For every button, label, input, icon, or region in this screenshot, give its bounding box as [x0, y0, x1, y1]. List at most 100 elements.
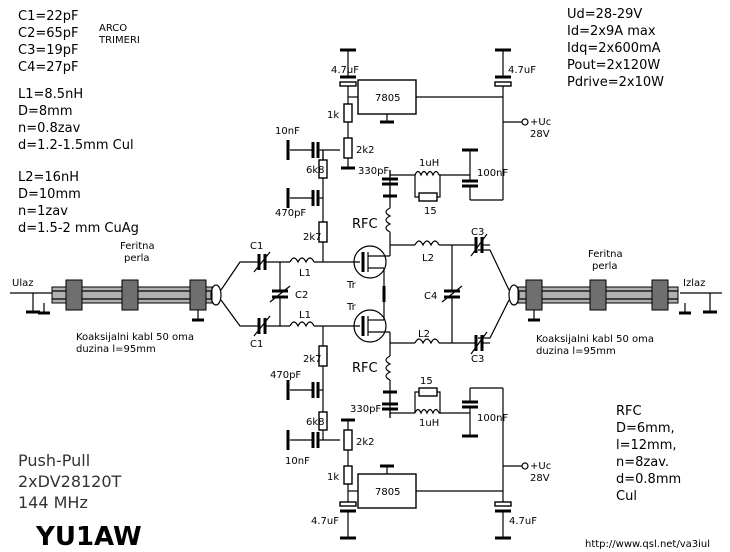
svg-text:RFC: RFC: [616, 404, 642, 419]
svg-text:Cul: Cul: [616, 489, 637, 504]
amplifier-specs: Ud=28-29V Id=2x9A max Idq=2x600mA Pout=2…: [567, 7, 664, 90]
l1-top-coil: [289, 257, 315, 264]
l2-top-coil: [414, 240, 440, 247]
output-network-bottom: L2 C3: [414, 329, 490, 365]
output-network-top: L2 C3: [414, 227, 490, 264]
svg-text:4.7uF: 4.7uF: [331, 65, 359, 76]
svg-text:C1: C1: [250, 339, 263, 350]
svg-text:C1: C1: [250, 241, 263, 252]
svg-text:C3: C3: [471, 354, 484, 365]
svg-text:7805: 7805: [375, 93, 400, 104]
svg-text:1k: 1k: [327, 110, 339, 121]
note-c1: C1=22pF: [18, 9, 79, 24]
svg-text:1k: 1k: [327, 472, 339, 483]
svg-text:28V: 28V: [530, 473, 550, 484]
svg-text:perla: perla: [592, 261, 618, 272]
svg-text:L1=8.5nH: L1=8.5nH: [18, 87, 83, 102]
svg-text:d=1.5-2 mm CuAg: d=1.5-2 mm CuAg: [18, 221, 139, 236]
svg-text:100nF: 100nF: [477, 413, 508, 424]
svg-text:4.7uF: 4.7uF: [509, 516, 537, 527]
output-ferrite-2: [589, 279, 607, 311]
svg-text:n=1zav: n=1zav: [18, 204, 68, 219]
note-c2: C2=65pF: [18, 26, 79, 41]
svg-text:2xDV28120T: 2xDV28120T: [18, 472, 122, 491]
svg-text:10nF: 10nF: [285, 456, 310, 467]
svg-text:6k8: 6k8: [306, 417, 325, 428]
svg-text:4.7uF: 4.7uF: [311, 516, 339, 527]
svg-text:1uH: 1uH: [419, 158, 439, 169]
output-ferrite-3: [651, 279, 669, 311]
svg-text:l=12mm,: l=12mm,: [616, 438, 677, 453]
svg-text:144 MHz: 144 MHz: [18, 493, 88, 512]
svg-text:+Uc: +Uc: [530, 117, 551, 128]
output-label: Izlaz: [683, 278, 705, 289]
svg-text:C4: C4: [424, 291, 437, 302]
transistor-bottom: Tr: [346, 298, 390, 343]
svg-text:D=8mm: D=8mm: [18, 104, 73, 119]
svg-text:Tr: Tr: [346, 302, 357, 313]
svg-text:RFC: RFC: [352, 217, 378, 232]
svg-text:28V: 28V: [530, 129, 550, 140]
input-label: Ulaz: [12, 278, 33, 289]
svg-text:duzina l=95mm: duzina l=95mm: [76, 344, 156, 355]
output-ferrite-1: [525, 279, 543, 311]
output-section: Izlaz Feritna perla Koaksijalni kabl 50 …: [478, 249, 722, 357]
svg-text:Pout=2x120W: Pout=2x120W: [567, 58, 660, 73]
svg-text:7805: 7805: [375, 487, 400, 498]
svg-text:Koaksijalni kabl 50 oma: Koaksijalni kabl 50 oma: [536, 334, 654, 345]
capacitor-values: C1=22pF C2=65pF C3=19pF C4=27pF ARCO TRI…: [18, 9, 140, 75]
svg-text:6k8: 6k8: [306, 165, 325, 176]
note-c4: C4=27pF: [18, 60, 79, 75]
svg-text:2k7: 2k7: [303, 232, 322, 243]
svg-text:Pdrive=2x10W: Pdrive=2x10W: [567, 75, 664, 90]
svg-text:Id=2x9A max: Id=2x9A max: [567, 24, 656, 39]
svg-text:L2: L2: [422, 253, 434, 264]
input-network-bottom: C1 L1: [250, 310, 360, 350]
l2-bottom-coil: [414, 338, 440, 345]
svg-text:L2=16nH: L2=16nH: [18, 170, 79, 185]
svg-text:2k7: 2k7: [303, 354, 322, 365]
svg-text:Feritna: Feritna: [120, 241, 155, 252]
c2-trimmer: C2: [269, 262, 308, 326]
svg-text:+Uc: +Uc: [530, 461, 551, 472]
svg-text:2k2: 2k2: [356, 437, 375, 448]
svg-text:15: 15: [424, 206, 437, 217]
svg-text:L1: L1: [299, 268, 311, 279]
title-block: Push-Pull 2xDV28120T 144 MHz YU1AW: [18, 451, 142, 552]
svg-text:330pF: 330pF: [350, 404, 381, 415]
svg-text:Tr: Tr: [346, 280, 357, 291]
callsign: YU1AW: [35, 522, 142, 552]
svg-text:1uH: 1uH: [419, 418, 439, 429]
svg-text:perla: perla: [124, 253, 150, 264]
svg-text:duzina l=95mm: duzina l=95mm: [536, 346, 616, 357]
svg-text:Ud=28-29V: Ud=28-29V: [567, 7, 642, 22]
input-section: Ulaz Feritna perla Koaksijalni kabl 50 o…: [10, 241, 255, 355]
note-trimeri: TRIMERI: [98, 35, 140, 46]
svg-text:470pF: 470pF: [270, 370, 301, 381]
gate-bias-top: 2k7: [303, 150, 328, 262]
svg-text:d=1.2-1.5mm Cul: d=1.2-1.5mm Cul: [18, 138, 134, 153]
svg-text:470pF: 470pF: [275, 208, 306, 219]
svg-text:10nF: 10nF: [275, 126, 300, 137]
l2-spec: L2=16nH D=10mm n=1zav d=1.5-2 mm CuAg: [18, 170, 139, 236]
c4-trimmer: C4: [424, 245, 463, 343]
svg-text:15: 15: [420, 376, 433, 387]
svg-text:D=6mm,: D=6mm,: [616, 421, 675, 436]
svg-text:2k2: 2k2: [356, 145, 375, 156]
svg-text:Koaksijalni kabl 50 oma: Koaksijalni kabl 50 oma: [76, 332, 194, 343]
svg-text:330pF: 330pF: [358, 166, 389, 177]
svg-text:C3: C3: [471, 227, 484, 238]
source-url[interactable]: http://www.qsl.net/va3iul: [585, 539, 710, 550]
svg-text:n=8zav.: n=8zav.: [616, 455, 669, 470]
svg-text:Idq=2x600mA: Idq=2x600mA: [567, 41, 661, 56]
svg-text:4.7uF: 4.7uF: [508, 65, 536, 76]
svg-text:100nF: 100nF: [477, 168, 508, 179]
svg-text:Feritna: Feritna: [588, 249, 623, 260]
svg-text:C2: C2: [295, 290, 308, 301]
supply-top: 7805 4.7uF 4.7uF +Uc 28V 1k 2k2: [275, 48, 551, 219]
input-network-top: C1 L1: [250, 241, 360, 279]
input-ferrite-1: [65, 279, 83, 311]
rfc-spec: RFC D=6mm, l=12mm, n=8zav. d=0.8mm Cul: [616, 404, 681, 504]
